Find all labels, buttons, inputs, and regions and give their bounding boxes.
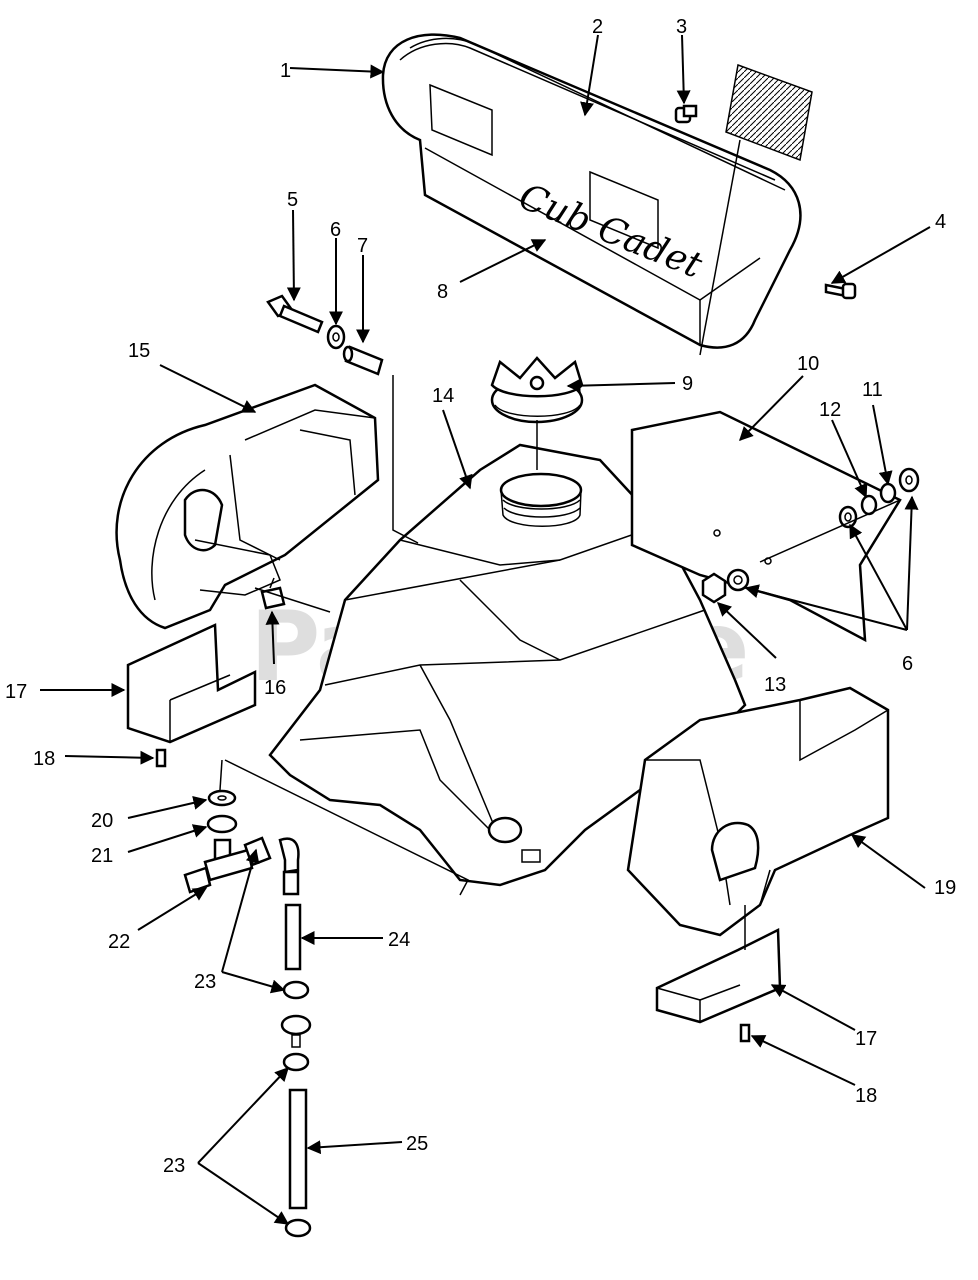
callout-5: 5 xyxy=(287,189,298,211)
screw-4-part xyxy=(824,282,857,300)
decal-part xyxy=(725,63,813,162)
callout-8: 8 xyxy=(437,281,448,303)
callout-25: 25 xyxy=(406,1133,428,1155)
leader-arrows xyxy=(40,34,931,1225)
screw-18-left-part xyxy=(155,748,167,768)
callout-6-upper: 6 xyxy=(330,219,341,241)
callout-16: 16 xyxy=(264,677,286,699)
callout-23-lower: 23 xyxy=(163,1155,185,1177)
spacer-7-part xyxy=(342,345,384,376)
bolt-5-part xyxy=(266,294,324,334)
callout-14: 14 xyxy=(432,385,454,407)
callout-17-left: 17 xyxy=(5,681,27,703)
fuel-cap-part xyxy=(490,356,584,424)
clip-16-part xyxy=(260,577,286,610)
callout-23-upper: 23 xyxy=(194,971,216,993)
callout-1: 1 xyxy=(280,60,291,82)
washer-6-part xyxy=(326,324,346,350)
callout-18-right: 18 xyxy=(855,1085,877,1107)
bracket-17-right-part xyxy=(655,928,782,1024)
fuel-line-assembly xyxy=(183,789,312,1238)
screw-3-part xyxy=(674,104,698,124)
callout-18-left: 18 xyxy=(33,748,55,770)
callout-24: 24 xyxy=(388,929,410,951)
callout-4: 4 xyxy=(935,211,946,233)
callout-3: 3 xyxy=(676,16,687,38)
reference-lines xyxy=(219,139,901,950)
callout-13: 13 xyxy=(764,674,786,696)
callout-6-lower: 6 xyxy=(902,653,913,675)
callout-labels: 1 2 3 4 5 6 7 8 9 10 11 12 13 14 15 16 1… xyxy=(5,16,956,1177)
callout-7: 7 xyxy=(357,235,368,257)
right-shroud-part xyxy=(626,686,890,937)
callout-10: 10 xyxy=(797,353,819,375)
callout-19: 19 xyxy=(934,877,956,899)
callout-21: 21 xyxy=(91,845,113,867)
callout-12: 12 xyxy=(819,399,841,421)
screw-18-right-part xyxy=(739,1023,751,1043)
callout-9: 9 xyxy=(682,373,693,395)
callout-2: 2 xyxy=(592,16,603,38)
plate-10-part xyxy=(630,410,902,643)
bracket-17-left-part xyxy=(126,623,257,744)
callout-15: 15 xyxy=(128,340,150,362)
top-cover-part: Cub Cadet xyxy=(381,33,802,349)
callout-22: 22 xyxy=(108,931,130,953)
callout-11: 11 xyxy=(862,379,883,401)
callout-20: 20 xyxy=(91,810,113,832)
left-shroud-part xyxy=(115,383,380,630)
callout-17-right: 17 xyxy=(855,1028,877,1050)
